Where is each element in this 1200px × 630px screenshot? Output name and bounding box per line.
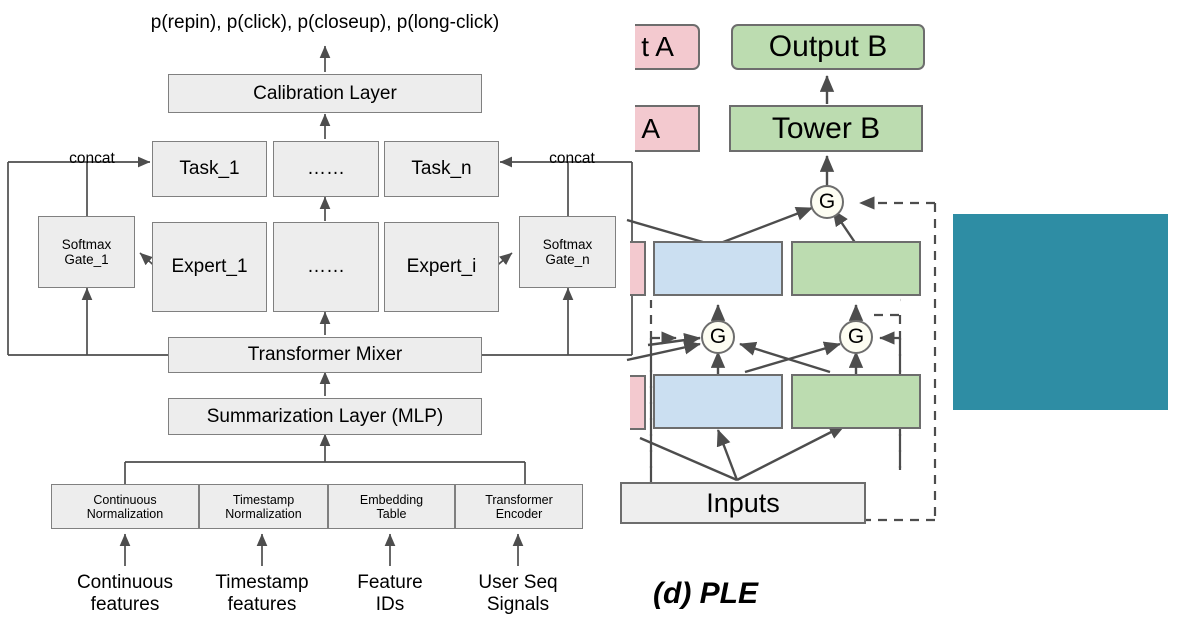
output-a-box-cropped[interactable]: t A — [635, 24, 700, 70]
feature-box-timestamp-normalization[interactable]: Timestamp Normalization — [199, 484, 328, 529]
tower-a-box-cropped[interactable]: A — [635, 105, 700, 152]
feature-box-line1: Embedding — [359, 492, 424, 507]
shared-expert-upper-box[interactable] — [653, 241, 783, 296]
task-b-expert-upper-box[interactable] — [791, 241, 921, 296]
feature-box-transformer-encoder[interactable]: Transformer Encoder — [455, 484, 583, 529]
feature-box-line2: Table — [376, 506, 407, 521]
input-label-line2: features — [227, 594, 297, 616]
output-b-box[interactable]: Output B — [731, 24, 925, 70]
feature-box-line1: Timestamp — [232, 492, 295, 507]
softmax-gate-n-line1: Softmax — [542, 236, 593, 252]
feature-box-line2: Normalization — [225, 506, 302, 521]
feature-box-line2: Normalization — [86, 506, 164, 521]
feature-box-line1: Transformer — [485, 492, 553, 507]
feature-box-embedding-table[interactable]: Embedding Table — [328, 484, 455, 529]
input-label-continuous-features: Continuous features — [55, 572, 195, 617]
input-label-line1: Feature — [357, 572, 423, 593]
expert-box-ellipsis: …… — [273, 222, 379, 312]
input-label-feature-ids: Feature IDs — [330, 572, 450, 617]
transformer-mixer-box[interactable]: Transformer Mixer — [168, 337, 482, 373]
softmax-gate-1-line2: Gate_1 — [64, 252, 109, 267]
task-box-n[interactable]: Task_n — [384, 141, 499, 197]
input-label-line2: IDs — [375, 594, 405, 616]
gate-lower-b[interactable]: G — [839, 320, 873, 354]
expert-box-1[interactable]: Expert_1 — [152, 222, 267, 312]
input-label-line1: Timestamp — [215, 572, 309, 593]
softmax-gate-1-box[interactable]: Softmax Gate_1 — [38, 216, 135, 288]
figure-caption: (d) PLE — [653, 577, 758, 610]
input-label-line2: Signals — [486, 594, 550, 616]
summarization-layer-box[interactable]: Summarization Layer (MLP) — [168, 398, 482, 435]
feature-box-line2: Encoder — [495, 506, 543, 521]
task-box-1[interactable]: Task_1 — [152, 141, 267, 197]
expert-a-upper-box-cropped[interactable] — [630, 241, 646, 296]
concat-label-right: concat — [549, 150, 595, 167]
inputs-box[interactable]: Inputs — [620, 482, 866, 524]
task-box-ellipsis: …… — [273, 141, 379, 197]
input-label-user-seq-signals: User Seq Signals — [456, 572, 580, 617]
tower-b-box[interactable]: Tower B — [729, 105, 923, 152]
softmax-gate-1-line1: Softmax — [61, 236, 112, 252]
input-label-line1: Continuous — [76, 572, 174, 593]
output-probabilities-label: p(repin), p(click), p(closeup), p(long-c… — [150, 12, 500, 33]
softmax-gate-n-line2: Gate_n — [545, 252, 590, 267]
task-b-expert-lower-box[interactable] — [791, 374, 921, 429]
gate-upper-b[interactable]: G — [810, 185, 844, 219]
input-label-line2: features — [90, 594, 160, 616]
expert-a-lower-box-cropped[interactable] — [630, 375, 646, 430]
input-label-line1: User Seq — [478, 572, 558, 593]
expert-box-i[interactable]: Expert_i — [384, 222, 499, 312]
softmax-gate-n-box[interactable]: Softmax Gate_n — [519, 216, 616, 288]
feature-box-line1: Continuous — [93, 492, 157, 507]
calibration-layer-box[interactable]: Calibration Layer — [168, 74, 482, 113]
teal-overlay-block — [953, 214, 1168, 410]
concat-label-left: concat — [69, 150, 115, 167]
gate-lower-shared[interactable]: G — [701, 320, 735, 354]
input-label-timestamp-features: Timestamp features — [195, 572, 329, 617]
feature-box-continuous-normalization[interactable]: Continuous Normalization — [51, 484, 199, 529]
shared-expert-lower-box[interactable] — [653, 374, 783, 429]
